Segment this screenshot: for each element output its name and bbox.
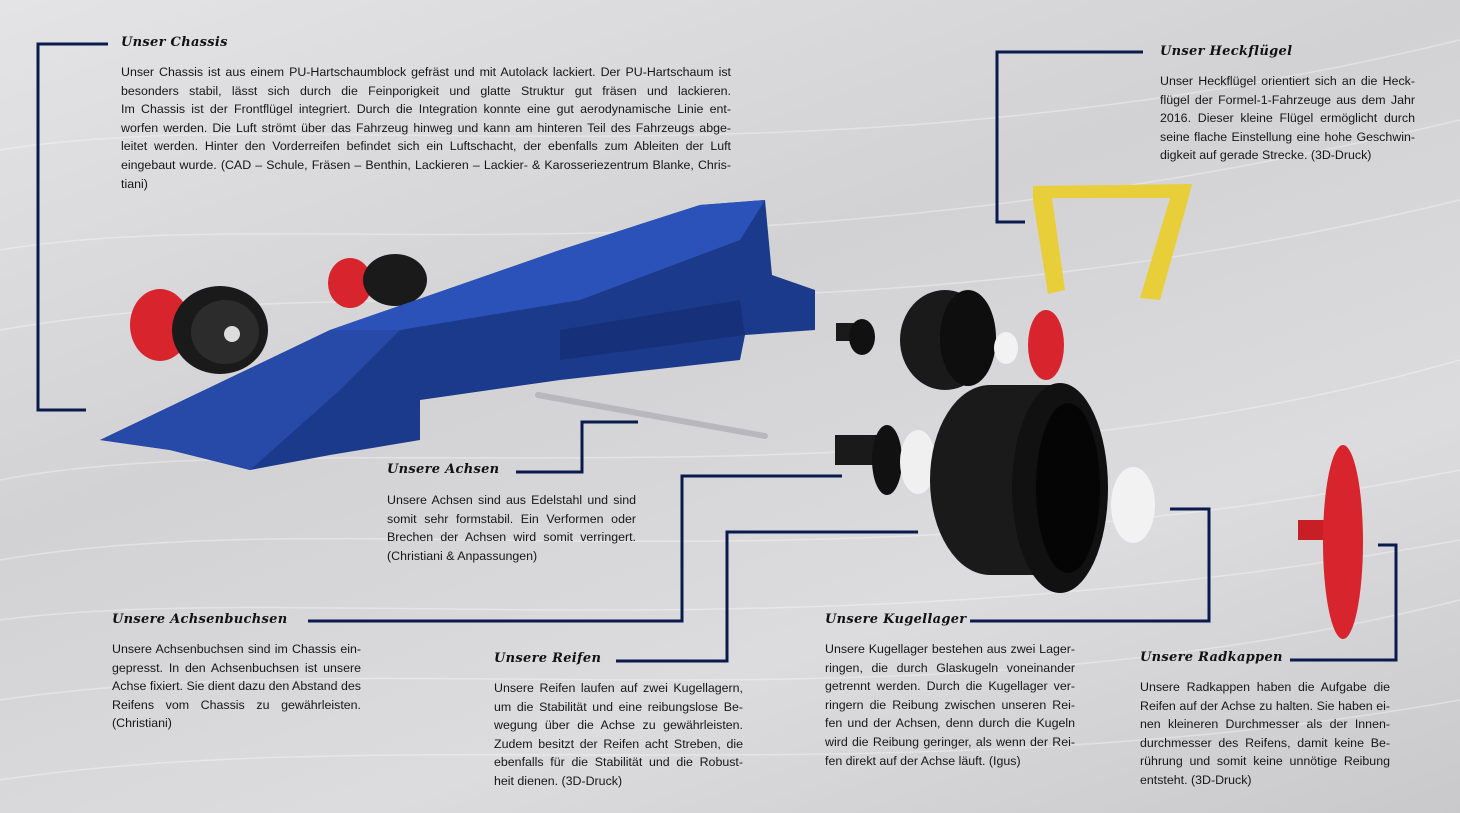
text-line: Unser Heckflügel orientiert sich an die … [1160, 74, 1415, 88]
text-line: Reifen auf der Achse zu halten. Sie habe… [1140, 698, 1390, 713]
text-line: Unsere Achsen sind aus Edelstahl und sin… [387, 493, 636, 507]
text-line: (Christiani) [112, 716, 172, 731]
rear-wing [1033, 184, 1192, 300]
text-line: fen direkt auf der Achse läuft. (Igus) [825, 753, 1021, 768]
text-line: Unsere Reifen laufen auf zwei Kugellager… [494, 681, 743, 695]
title-achsenbuchsen: Unsere Achsenbuchsen [112, 612, 288, 627]
text-line: Reifens vom Chassis zu gewährleisten. [112, 697, 361, 712]
text-achsenbuchsen: Unsere Achsenbuchsen sind im Chassis ein… [112, 640, 361, 733]
text-line: Unsere Radkappen haben die Aufgabe die [1140, 680, 1390, 694]
title-reifen: Unsere Reifen [494, 651, 602, 666]
text-line: rührung und somit keine unnötige Reibung [1140, 754, 1390, 769]
text-kugellager: Unsere Kugellager bestehen aus zwei Lage… [825, 640, 1075, 770]
text-line: ebenfalls für die Stabilität und die Rob… [494, 755, 743, 770]
text-line: ringen, die durch Glaskugeln voneinander [825, 660, 1075, 675]
text-line: besonders stabil, lässt sich durch die F… [121, 83, 731, 98]
text-line: flügel der Formel-1-Fahrzeuge aus dem Ja… [1160, 92, 1415, 107]
text-line: nen kleineren Durchmesser als der Innen- [1140, 717, 1390, 732]
text-line: seine flache Einstellung eine hohe Gesch… [1160, 129, 1415, 144]
text-line: wird die Reibung geringer, als wenn der … [825, 734, 1075, 749]
front-wheel [130, 286, 268, 374]
axle-bushing-large [835, 425, 936, 495]
text-line: Unsere Kugellager bestehen aus zwei Lage… [825, 642, 1075, 656]
tire-large [930, 383, 1155, 593]
text-reifen: Unsere Reifen laufen auf zwei Kugellager… [494, 679, 743, 791]
title-radkappen: Unsere Radkappen [1140, 650, 1283, 665]
text-line: Achse fixiert. Sie dient dazu den Abstan… [112, 679, 361, 694]
text-line: getrennt werden. Durch die Kugellager ve… [825, 679, 1075, 694]
connector-reifen [616, 530, 918, 663]
title-kugellager: Unsere Kugellager [825, 612, 967, 627]
tire-small [900, 290, 1064, 390]
text-achsen: Unsere Achsen sind aus Edelstahl und sin… [387, 491, 636, 565]
title-chassis: Unser Chassis [121, 35, 228, 50]
text-line: entsteht. (3D-Druck) [1140, 772, 1252, 787]
text-line: digkeit auf gerade Strecke. (3D-Druck) [1160, 148, 1372, 163]
text-line: wegung über die Achse zu gewährleisten. [494, 718, 743, 733]
text-line: leitet werden. Hinter den Vorderreifen b… [121, 139, 731, 154]
text-line: Zudem besitzt der Reifen acht Streben, d… [494, 736, 743, 751]
text-line: um die Stabilität und eine reibungslose … [494, 699, 743, 714]
text-line: worfen werden. Die Luft strömt über das … [121, 120, 731, 135]
connector-radkappen [1290, 543, 1398, 662]
text-line: Unser Chassis ist aus einem PU-Hartschau… [121, 65, 731, 79]
text-line: somit sehr formstabil. Ein Verformen ode… [387, 511, 636, 526]
text-line: durchmesser des Reifens, damit keine Be- [1140, 735, 1390, 750]
chassis-body [100, 200, 815, 470]
text-chassis: Unser Chassis ist aus einem PU-Hartschau… [121, 63, 731, 193]
text-line: (Christiani & Anpassungen) [387, 548, 538, 563]
axle-bushing [836, 319, 875, 355]
rear-wheel [328, 254, 427, 308]
connector-chassis [36, 42, 108, 412]
connector-heckfluegel [995, 50, 1143, 224]
title-achsen: Unsere Achsen [387, 462, 500, 477]
hubcap [1298, 445, 1363, 639]
text-line: ringern die Reibung zwischen unseren Rei… [825, 697, 1075, 712]
text-line: tiani) [121, 176, 148, 191]
text-line: fen und der Achsen, denn durch die Kugel… [825, 716, 1075, 731]
text-line: Unsere Achsenbuchsen sind im Chassis ein… [112, 642, 361, 656]
axle [535, 392, 768, 439]
connector-lines [36, 42, 1398, 663]
connector-achsen [516, 420, 638, 474]
text-line: heit dienen. (3D-Druck) [494, 773, 623, 788]
text-line: gepresst. In den Achsenbuchsen ist unser… [112, 660, 361, 675]
connector-kugellager [970, 507, 1211, 623]
text-line: 2016. Dieser kleine Flügel ermöglicht du… [1160, 111, 1415, 126]
connector-achsenbuchsen [308, 474, 842, 623]
text-line: Brechen der Achsen wird somit verringert… [387, 530, 636, 545]
text-heckfluegel: Unser Heckflügel orientiert sich an die … [1160, 72, 1415, 165]
text-line: eingebaut wurde. (CAD – Schule, Fräsen –… [121, 157, 731, 172]
text-line: Im Chassis ist der Frontflügel integrier… [121, 102, 731, 117]
title-heckfluegel: Unser Heckflügel [1160, 44, 1293, 59]
